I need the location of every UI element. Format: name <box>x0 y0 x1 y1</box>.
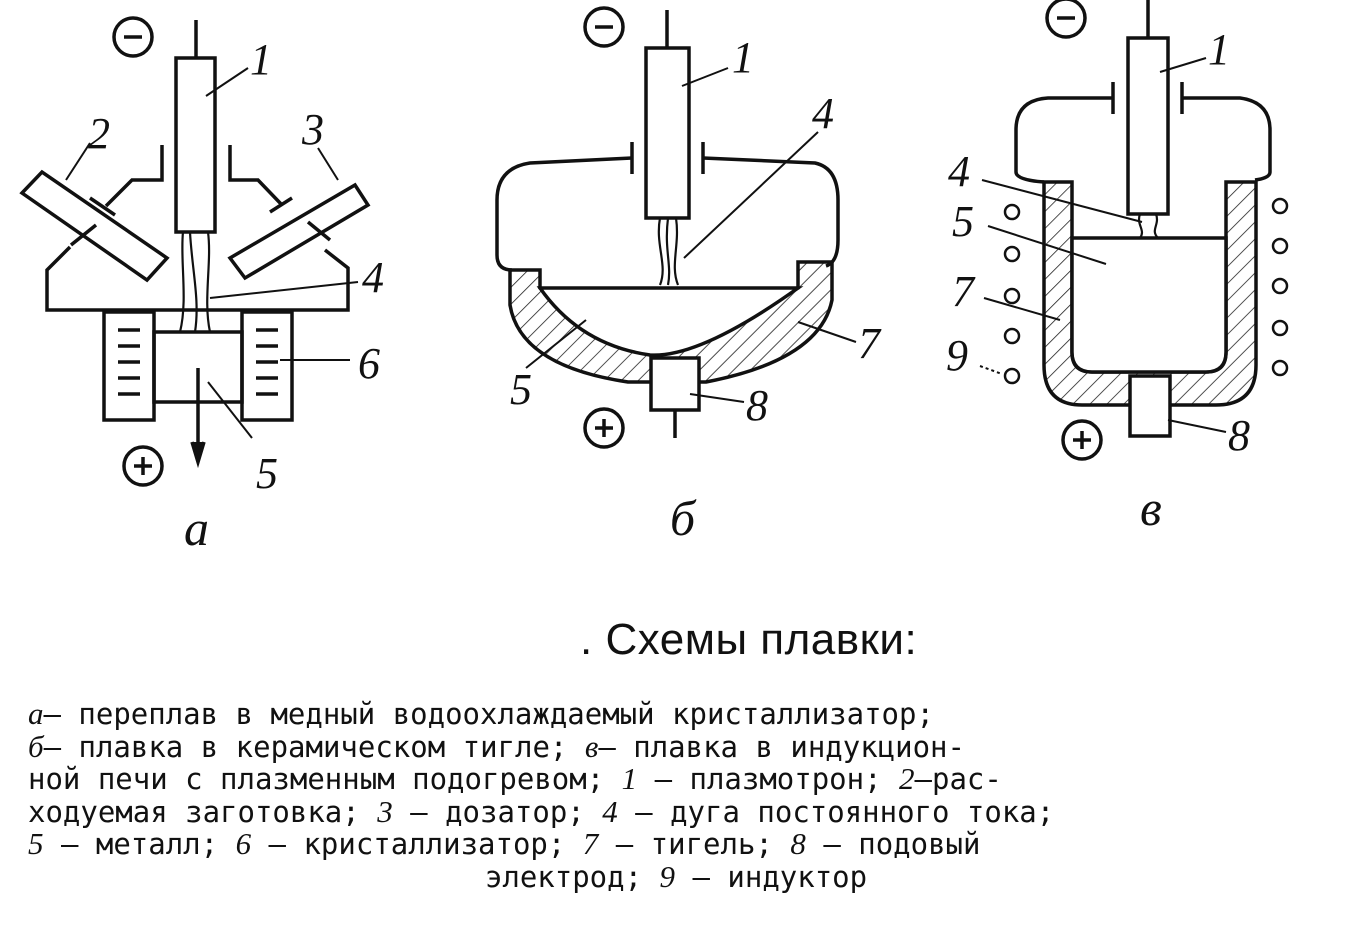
caption-key: 5 <box>28 826 44 861</box>
figure-caption: а— переплав в медный водоохлаждаемый кри… <box>28 698 1324 893</box>
caption-text: — переплав в медный водоохлаждаемый крис… <box>43 697 934 731</box>
chamber-housing-a <box>45 245 350 312</box>
callout-a-2: 2 <box>88 109 110 158</box>
caption-key: 8 <box>790 826 806 861</box>
callout-v-8: 8 <box>1228 411 1250 460</box>
caption-text: — плазмотрон; <box>637 762 900 796</box>
callout-v-7: 7 <box>952 267 976 316</box>
plasmatron-a <box>174 56 217 234</box>
caption-key: в <box>584 728 599 764</box>
caption-text: — дозатор; <box>392 794 603 829</box>
doser-bar-3 <box>227 182 371 281</box>
diagram-a-label: а <box>184 500 209 556</box>
caption-text: — плавка в керамическом тигле; <box>43 729 585 764</box>
caption-key: 1 <box>621 761 638 796</box>
caption-key: б <box>28 728 44 764</box>
diagram-v-label: в <box>1140 480 1162 536</box>
callout-a-6: 6 <box>358 339 380 388</box>
arc-v <box>1137 213 1159 239</box>
caption-key: 7 <box>582 826 599 861</box>
figure-title: . Схемы плавки: <box>580 615 918 664</box>
caption-text: электрод; <box>484 859 660 894</box>
caption-key: 9 <box>659 858 676 894</box>
diagram-b <box>495 6 857 449</box>
caption-text: — дуга постоянного тока; <box>617 794 1055 829</box>
plus-terminal-v <box>1061 419 1103 461</box>
arc-b <box>657 217 680 286</box>
caption-text: — металл; <box>43 827 236 861</box>
caption-line: ной печи с плазменным подогревом; 1 — пл… <box>28 763 1324 796</box>
callout-b-5: 5 <box>510 365 532 414</box>
callout-a-1: 1 <box>250 35 272 84</box>
callout-a-5: 5 <box>256 449 278 498</box>
caption-text: — кристаллизатор; <box>251 827 583 861</box>
metal-bath-b <box>536 286 804 357</box>
plus-terminal-b <box>583 407 625 449</box>
callout-v-5: 5 <box>952 197 974 246</box>
diagram-b-labels: 1 4 5 7 8 б <box>510 33 882 546</box>
caption-key: 2 <box>899 761 915 796</box>
minus-terminal-a <box>112 16 154 58</box>
diagram-v-labels: 1 4 5 7 9 8 в <box>946 25 1250 536</box>
plus-terminal-a <box>122 445 164 487</box>
plasmatron-b <box>644 46 691 220</box>
melting-schemes-figure: 1 2 3 4 6 5 а <box>19 0 1289 556</box>
callout-b-7: 7 <box>858 319 882 368</box>
callout-b-1: 1 <box>732 33 754 82</box>
hearth-electrode-v <box>1128 374 1172 438</box>
caption-line: ходуемая заготовка; 3 — дозатор; 4 — дуг… <box>28 793 1324 829</box>
caption-text: ходуемая заготовка; <box>28 794 378 829</box>
caption-key: 6 <box>235 826 252 861</box>
caption-text: ной печи с плазменным подогревом; <box>28 762 622 796</box>
caption-key: 3 <box>377 793 393 829</box>
crystallizer-6 <box>102 310 294 422</box>
callout-v-1: 1 <box>1208 25 1230 74</box>
diagram-a <box>19 16 371 487</box>
callout-a-3: 3 <box>301 105 324 154</box>
consumable-bar-2 <box>19 169 170 283</box>
minus-terminal-v <box>1045 0 1087 39</box>
caption-line: а— переплав в медный водоохлаждаемый кри… <box>28 698 1324 731</box>
diagram-a-labels: 1 2 3 4 6 5 а <box>88 35 384 556</box>
hearth-electrode-b <box>649 356 701 412</box>
caption-text: — подовый <box>805 827 981 861</box>
caption-text: — плавка в индукцион- <box>598 729 965 764</box>
diagram-v <box>979 0 1289 461</box>
minus-terminal-b <box>583 6 625 48</box>
caption-text: — тигель; <box>598 827 791 861</box>
caption-key: 4 <box>602 793 618 829</box>
caption-line: 5 — металл; 6 — кристаллизатор; 7 — тиге… <box>28 828 1324 861</box>
metal-bath-v <box>1070 236 1228 374</box>
callout-v-4: 4 <box>948 147 970 196</box>
callout-v-9: 9 <box>946 331 968 380</box>
callout-b-8: 8 <box>746 381 768 430</box>
inductor-coils <box>1003 197 1289 385</box>
diagram-b-label: б <box>670 490 697 546</box>
caption-key: а <box>28 696 44 731</box>
plasmatron-v <box>1126 36 1170 216</box>
caption-text: — индуктор <box>675 859 868 894</box>
caption-line: б— плавка в керамическом тигле; в— плавк… <box>28 728 1324 764</box>
callout-b-4: 4 <box>812 89 834 138</box>
caption-line: электрод; 9 — индуктор <box>28 858 1324 894</box>
caption-text: —рас- <box>914 762 1002 796</box>
callout-a-4: 4 <box>362 253 384 302</box>
arc-a <box>178 231 212 333</box>
